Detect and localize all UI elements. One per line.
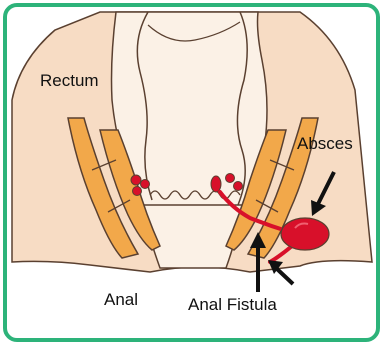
gland-right-2	[226, 174, 235, 183]
label-anal: Anal	[104, 290, 138, 310]
gland-right-1	[211, 176, 221, 192]
arrow-fistula-2	[276, 268, 293, 284]
gland-left-1	[131, 175, 141, 185]
label-rectum: Rectum	[40, 71, 99, 91]
gland-right-3	[234, 182, 243, 191]
gland-left-3	[133, 187, 142, 196]
label-anal-fistula: Anal Fistula	[188, 295, 277, 315]
gland-left-2	[141, 180, 150, 189]
label-abscess: Absces	[297, 134, 353, 154]
